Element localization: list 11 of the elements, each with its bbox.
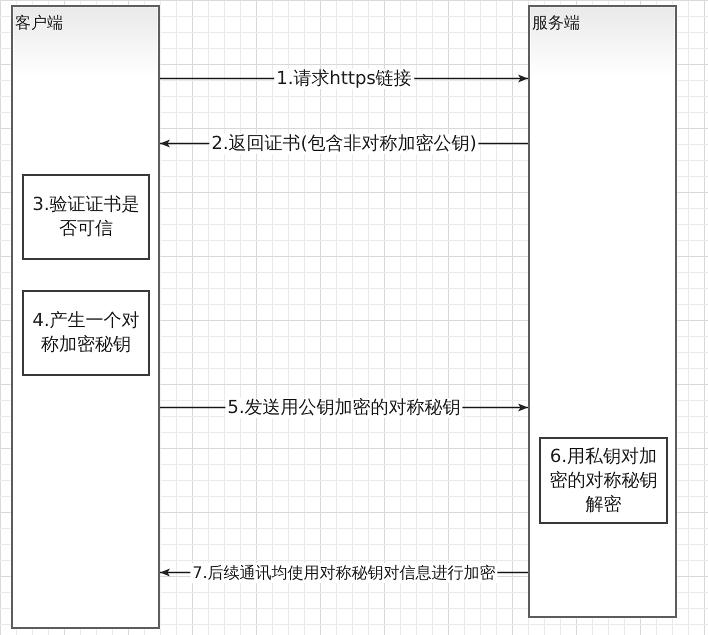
lane-box bbox=[528, 5, 677, 618]
edge-label: 2.返回证书(包含非对称加密公钥) bbox=[209, 134, 479, 154]
lane-box bbox=[11, 5, 160, 629]
lane-title: 服务端 bbox=[532, 13, 580, 33]
lane-title: 客户端 bbox=[15, 13, 63, 33]
edge-label: 1.请求https链接 bbox=[274, 68, 414, 88]
step-box: 3.验证证书是否可信 bbox=[22, 174, 150, 260]
step-box: 4.产生一个对称加密秘钥 bbox=[22, 290, 150, 376]
edge-label: 7.后续通讯均使用对称秘钥对信息进行加密 bbox=[190, 562, 498, 582]
edge-label: 5.发送用公钥加密的对称秘钥 bbox=[225, 398, 463, 418]
step-box: 6.用私钥对加密的对称秘钥解密 bbox=[539, 437, 668, 524]
